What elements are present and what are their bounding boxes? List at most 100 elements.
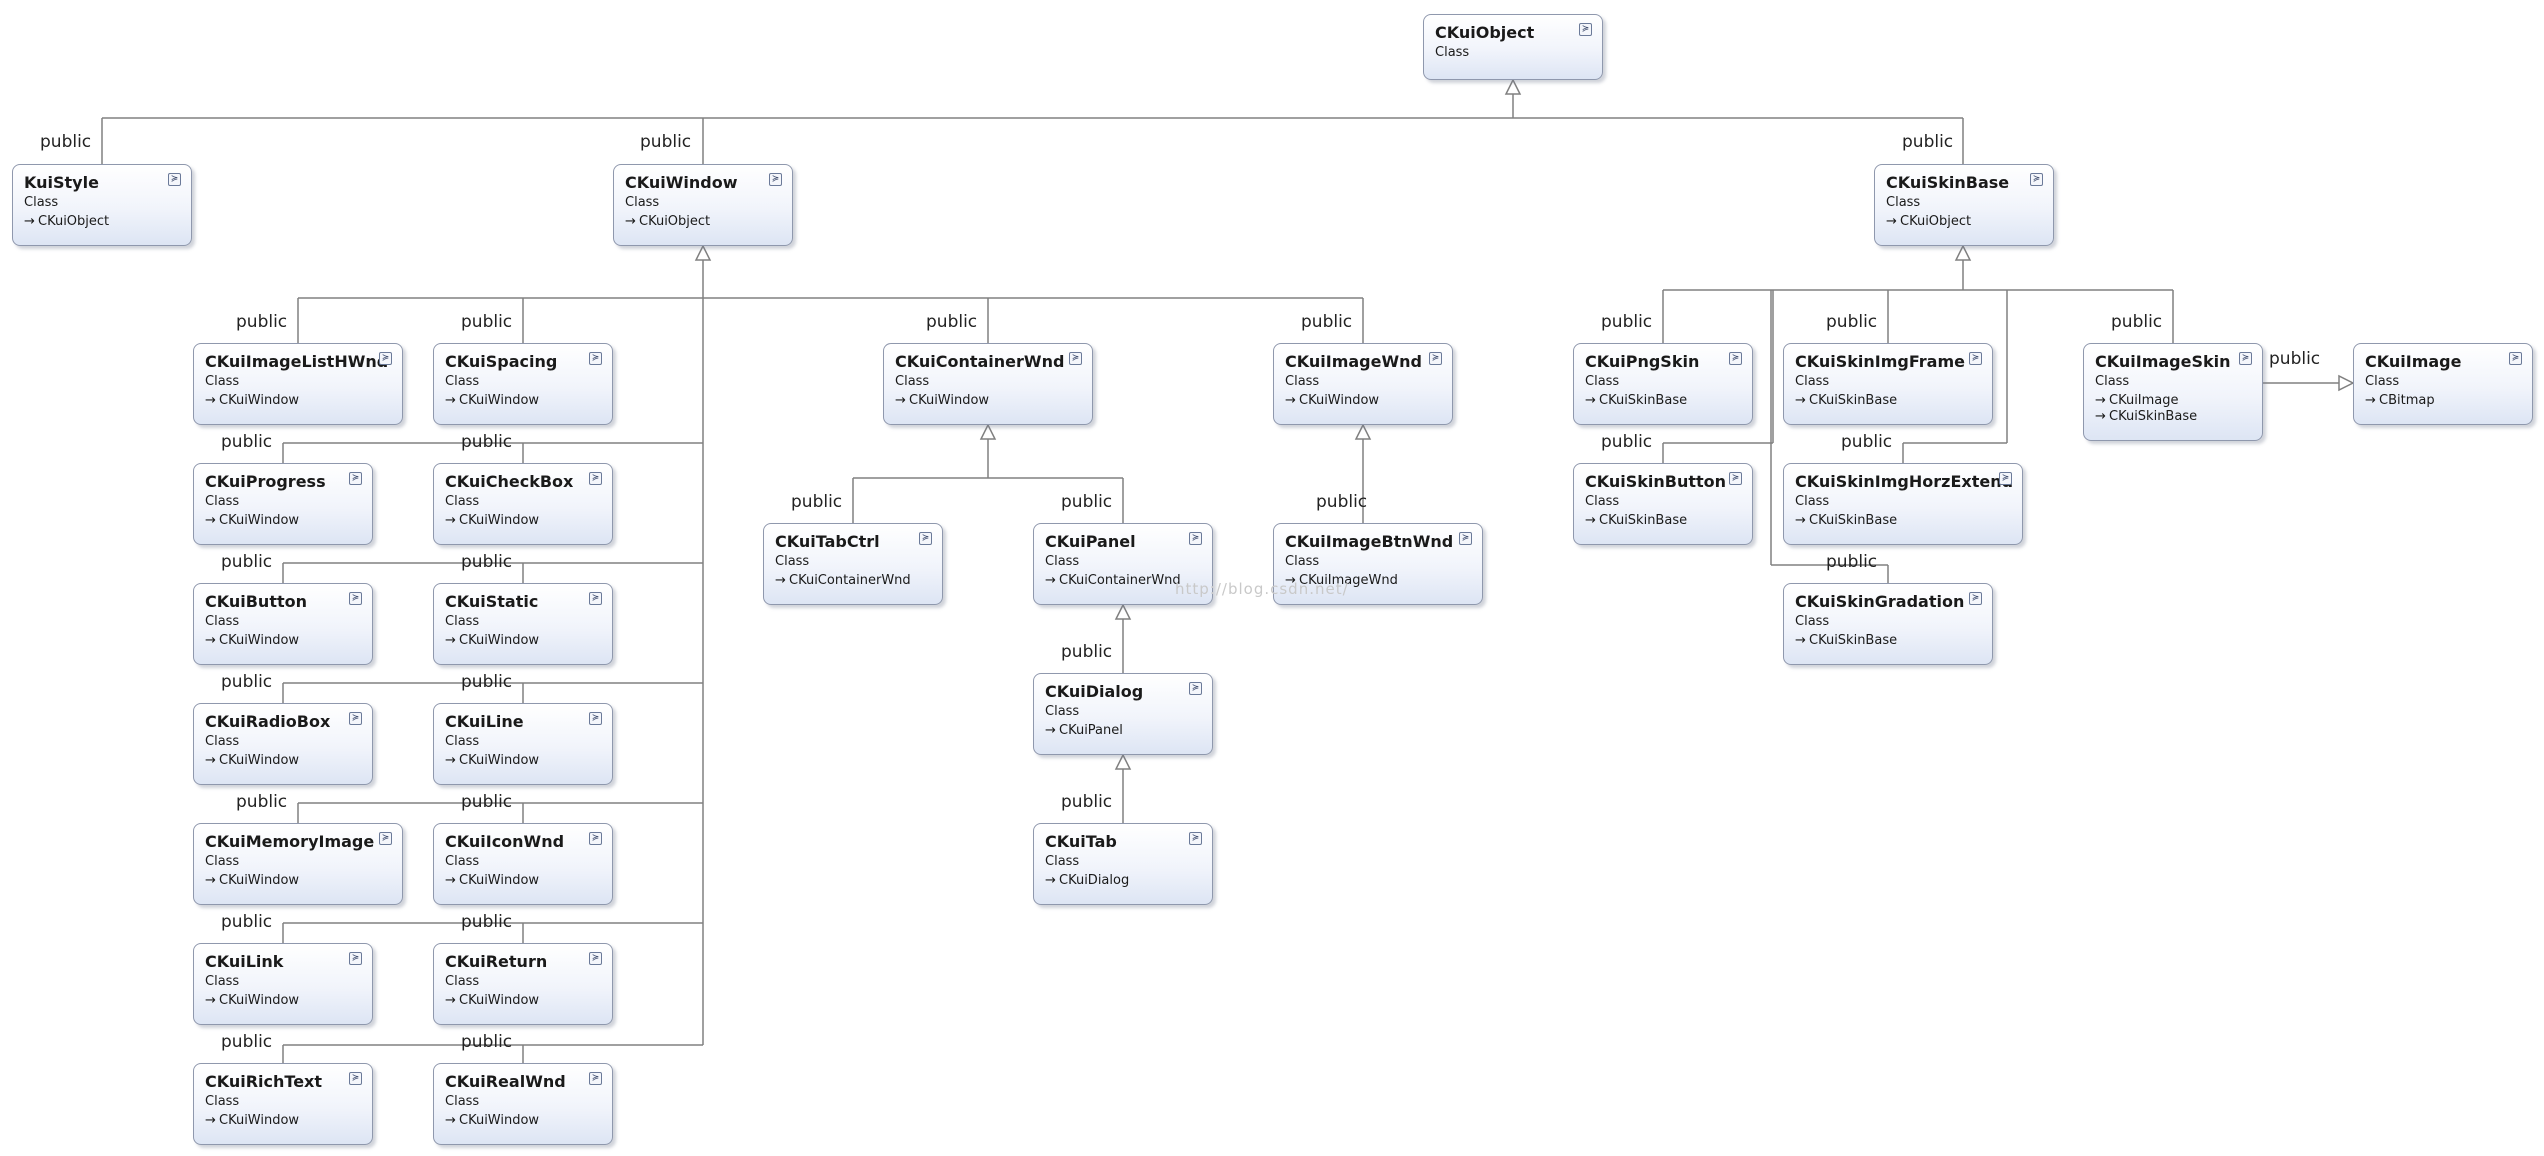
class-name: CKuiImageWnd xyxy=(1285,352,1422,371)
chevron-collapse-icon[interactable]: ≽ xyxy=(349,712,362,725)
chevron-collapse-icon[interactable]: ≽ xyxy=(1969,352,1982,365)
base-class-name: CKuiWindow xyxy=(459,993,540,1008)
chevron-collapse-icon[interactable]: ≽ xyxy=(1189,832,1202,845)
inherits-arrow-icon: → xyxy=(775,573,786,588)
base-class-name: CKuiSkinBase xyxy=(2109,409,2198,424)
chevron-collapse-icon[interactable]: ≽ xyxy=(379,832,392,845)
class-kind: Class xyxy=(445,494,480,509)
base-class: →CKuiSkinBase xyxy=(1795,633,1897,648)
chevron-collapse-icon[interactable]: ≽ xyxy=(589,352,602,365)
chevron-collapse-icon[interactable]: ≽ xyxy=(1069,352,1082,365)
class-name: CKuiDialog xyxy=(1045,682,1144,701)
chevron-collapse-icon[interactable]: ≽ xyxy=(1459,532,1472,545)
base-class-name: CKuiWindow xyxy=(219,1113,300,1128)
class-kind: Class xyxy=(1285,554,1320,569)
chevron-collapse-icon[interactable]: ≽ xyxy=(349,472,362,485)
chevron-collapse-icon[interactable]: ≽ xyxy=(349,1072,362,1085)
chevron-collapse-icon[interactable]: ≽ xyxy=(1729,472,1742,485)
base-class: →CKuiWindow xyxy=(205,513,299,528)
base-class-name: CKuiImageWnd xyxy=(1299,573,1398,588)
chevron-collapse-icon[interactable]: ≽ xyxy=(1999,472,2012,485)
access-label: public xyxy=(2111,312,2163,332)
class-kind: Class xyxy=(2365,374,2400,389)
chevron-collapse-icon[interactable]: ≽ xyxy=(1729,352,1742,365)
chevron-collapse-icon[interactable]: ≽ xyxy=(1189,532,1202,545)
base-class-name: CKuiWindow xyxy=(219,753,300,768)
chevron-collapse-icon[interactable]: ≽ xyxy=(349,952,362,965)
class-name: KuiStyle xyxy=(24,173,99,192)
class-kind: Class xyxy=(445,614,480,629)
chevron-collapse-icon[interactable]: ≽ xyxy=(919,532,932,545)
class-name: CKuiProgress xyxy=(205,472,326,491)
class-name: CKuiSkinImgHorzExtend xyxy=(1795,472,2014,491)
chevron-collapse-icon[interactable]: ≽ xyxy=(1189,682,1202,695)
inherits-arrow-icon: → xyxy=(205,393,216,408)
base-class: →CKuiSkinBase xyxy=(1795,513,1897,528)
chevron-collapse-icon[interactable]: ≽ xyxy=(379,352,392,365)
inherits-arrow-icon: → xyxy=(1045,573,1056,588)
access-label: public xyxy=(1061,792,1113,812)
class-name: CKuiRadioBox xyxy=(205,712,331,731)
chevron-collapse-icon[interactable]: ≽ xyxy=(589,472,602,485)
chevron-collapse-icon[interactable]: ≽ xyxy=(589,1072,602,1085)
chevron-collapse-icon[interactable]: ≽ xyxy=(2239,352,2252,365)
inherits-arrow-icon: → xyxy=(1285,573,1296,588)
base-class-name: CKuiSkinBase xyxy=(1809,393,1898,408)
chevron-collapse-icon[interactable]: ≽ xyxy=(589,712,602,725)
base-class-name: CKuiSkinBase xyxy=(1809,633,1898,648)
base-class-name: CKuiSkinBase xyxy=(1599,393,1688,408)
inherits-arrow-icon: → xyxy=(1045,723,1056,738)
chevron-collapse-icon[interactable]: ≽ xyxy=(589,592,602,605)
chevron-collapse-icon[interactable]: ≽ xyxy=(589,952,602,965)
access-label: public xyxy=(461,1032,513,1052)
chevron-collapse-icon[interactable]: ≽ xyxy=(1579,23,1592,36)
chevron-collapse-icon[interactable]: ≽ xyxy=(2509,352,2522,365)
chevron-collapse-icon[interactable]: ≽ xyxy=(589,832,602,845)
class-name: CKuiContainerWnd xyxy=(895,352,1065,371)
chevron-collapse-icon[interactable]: ≽ xyxy=(769,173,782,186)
inherits-arrow-icon: → xyxy=(205,753,216,768)
base-class: →CKuiWindow xyxy=(1285,393,1379,408)
chevron-collapse-icon[interactable]: ≽ xyxy=(1429,352,1442,365)
chevron-collapse-icon[interactable]: ≽ xyxy=(168,173,181,186)
chevron-collapse-icon[interactable]: ≽ xyxy=(1969,592,1982,605)
inheritance-arrowhead xyxy=(1954,244,1972,261)
access-label: public xyxy=(221,552,273,572)
chevron-collapse-icon[interactable]: ≽ xyxy=(349,592,362,605)
base-class-name: CKuiWindow xyxy=(219,633,300,648)
chevron-collapse-icon[interactable]: ≽ xyxy=(2030,173,2043,186)
